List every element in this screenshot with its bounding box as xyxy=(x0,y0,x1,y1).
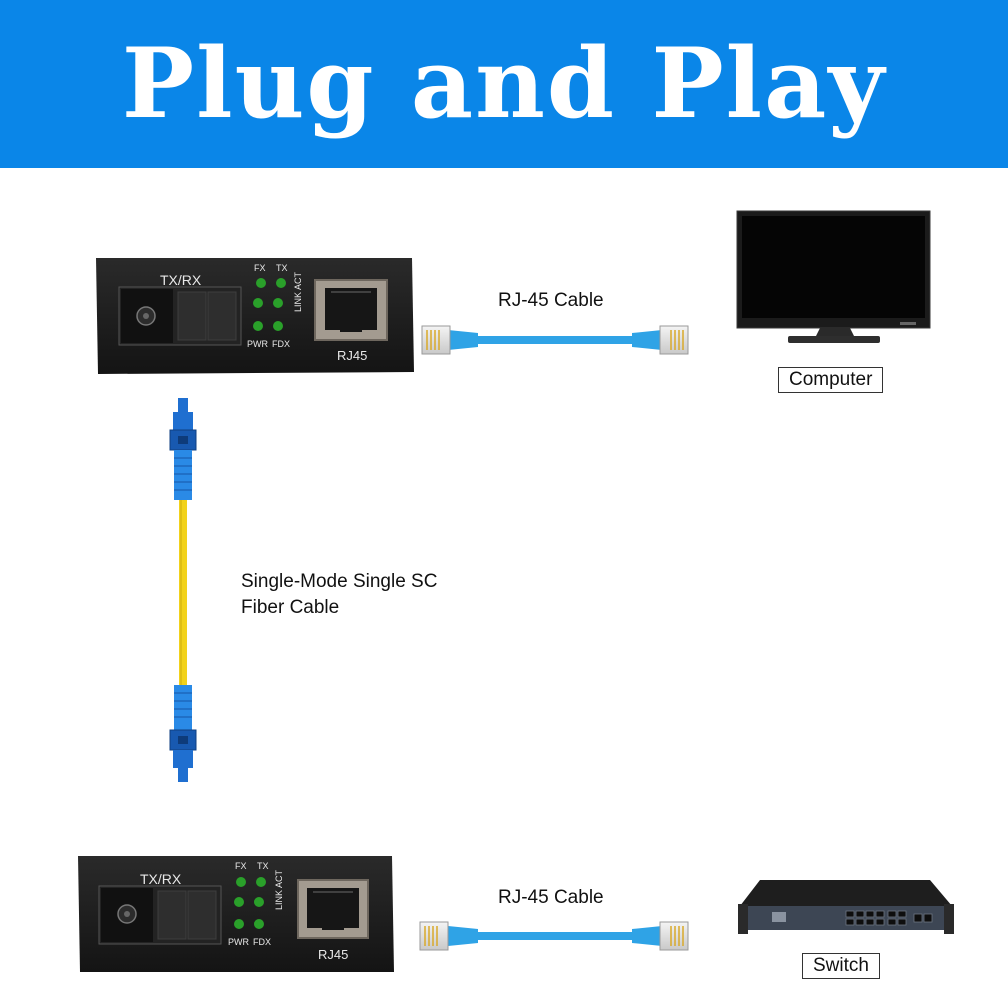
computer-label: Computer xyxy=(778,367,884,393)
sc-port-top xyxy=(121,289,237,343)
banner: Plug and Play xyxy=(0,0,1008,168)
fiber-cable xyxy=(169,398,197,782)
rj45-cable-label-bottom: RJ-45 Cable xyxy=(498,887,604,908)
led-pwr-label-bottom: PWR xyxy=(228,937,249,947)
led-link-act-label-bottom: LINK ACT xyxy=(274,869,284,910)
computer-monitor xyxy=(736,210,931,343)
led-act-bottom xyxy=(254,897,264,907)
led-pwr-label-top: PWR xyxy=(247,339,268,349)
rj45-label-top: RJ45 xyxy=(337,348,367,363)
led-tx-bottom xyxy=(256,877,266,887)
tx-rx-label-bottom: TX/RX xyxy=(140,871,182,887)
rj45-port-top xyxy=(314,279,388,341)
rj45-cable-bottom xyxy=(419,921,689,951)
network-switch xyxy=(738,880,954,934)
rj45-cable-label-top: RJ-45 Cable xyxy=(498,290,604,311)
led-link-top xyxy=(253,298,263,308)
media-converter-top: TX/RX FX TX LINK ACT PWR FDX RJ45 xyxy=(96,258,414,374)
tx-rx-label-top: TX/RX xyxy=(160,272,202,288)
led-link-bottom xyxy=(234,897,244,907)
led-link-act-label-top: LINK ACT xyxy=(293,271,303,312)
led-fdx-label-bottom: FDX xyxy=(253,937,271,947)
led-fx-bottom xyxy=(236,877,246,887)
led-tx-top xyxy=(276,278,286,288)
rj45-cable-top xyxy=(421,325,689,355)
rj45-port-bottom xyxy=(297,879,369,939)
led-tx-label-bottom: TX xyxy=(257,861,269,871)
banner-title: Plug and Play xyxy=(121,27,887,140)
led-pwr-top xyxy=(253,321,263,331)
led-fdx-top xyxy=(273,321,283,331)
rj45-label-bottom: RJ45 xyxy=(318,947,348,962)
led-fdx-bottom xyxy=(254,919,264,929)
led-fdx-label-top: FDX xyxy=(272,339,290,349)
fiber-cable-label-line1: Single-Mode Single SC xyxy=(241,571,438,592)
led-fx-top xyxy=(256,278,266,288)
media-converter-bottom: TX/RX FX TX LINK ACT PWR FDX RJ45 xyxy=(78,856,394,972)
led-tx-label-top: TX xyxy=(276,263,288,273)
led-fx-label-top: FX xyxy=(254,263,266,273)
led-fx-label-bottom: FX xyxy=(235,861,247,871)
switch-label: Switch xyxy=(802,953,880,979)
sc-port-bottom xyxy=(101,888,217,942)
led-pwr-bottom xyxy=(234,919,244,929)
led-act-top xyxy=(273,298,283,308)
fiber-cable-label-line2: Fiber Cable xyxy=(241,597,340,618)
